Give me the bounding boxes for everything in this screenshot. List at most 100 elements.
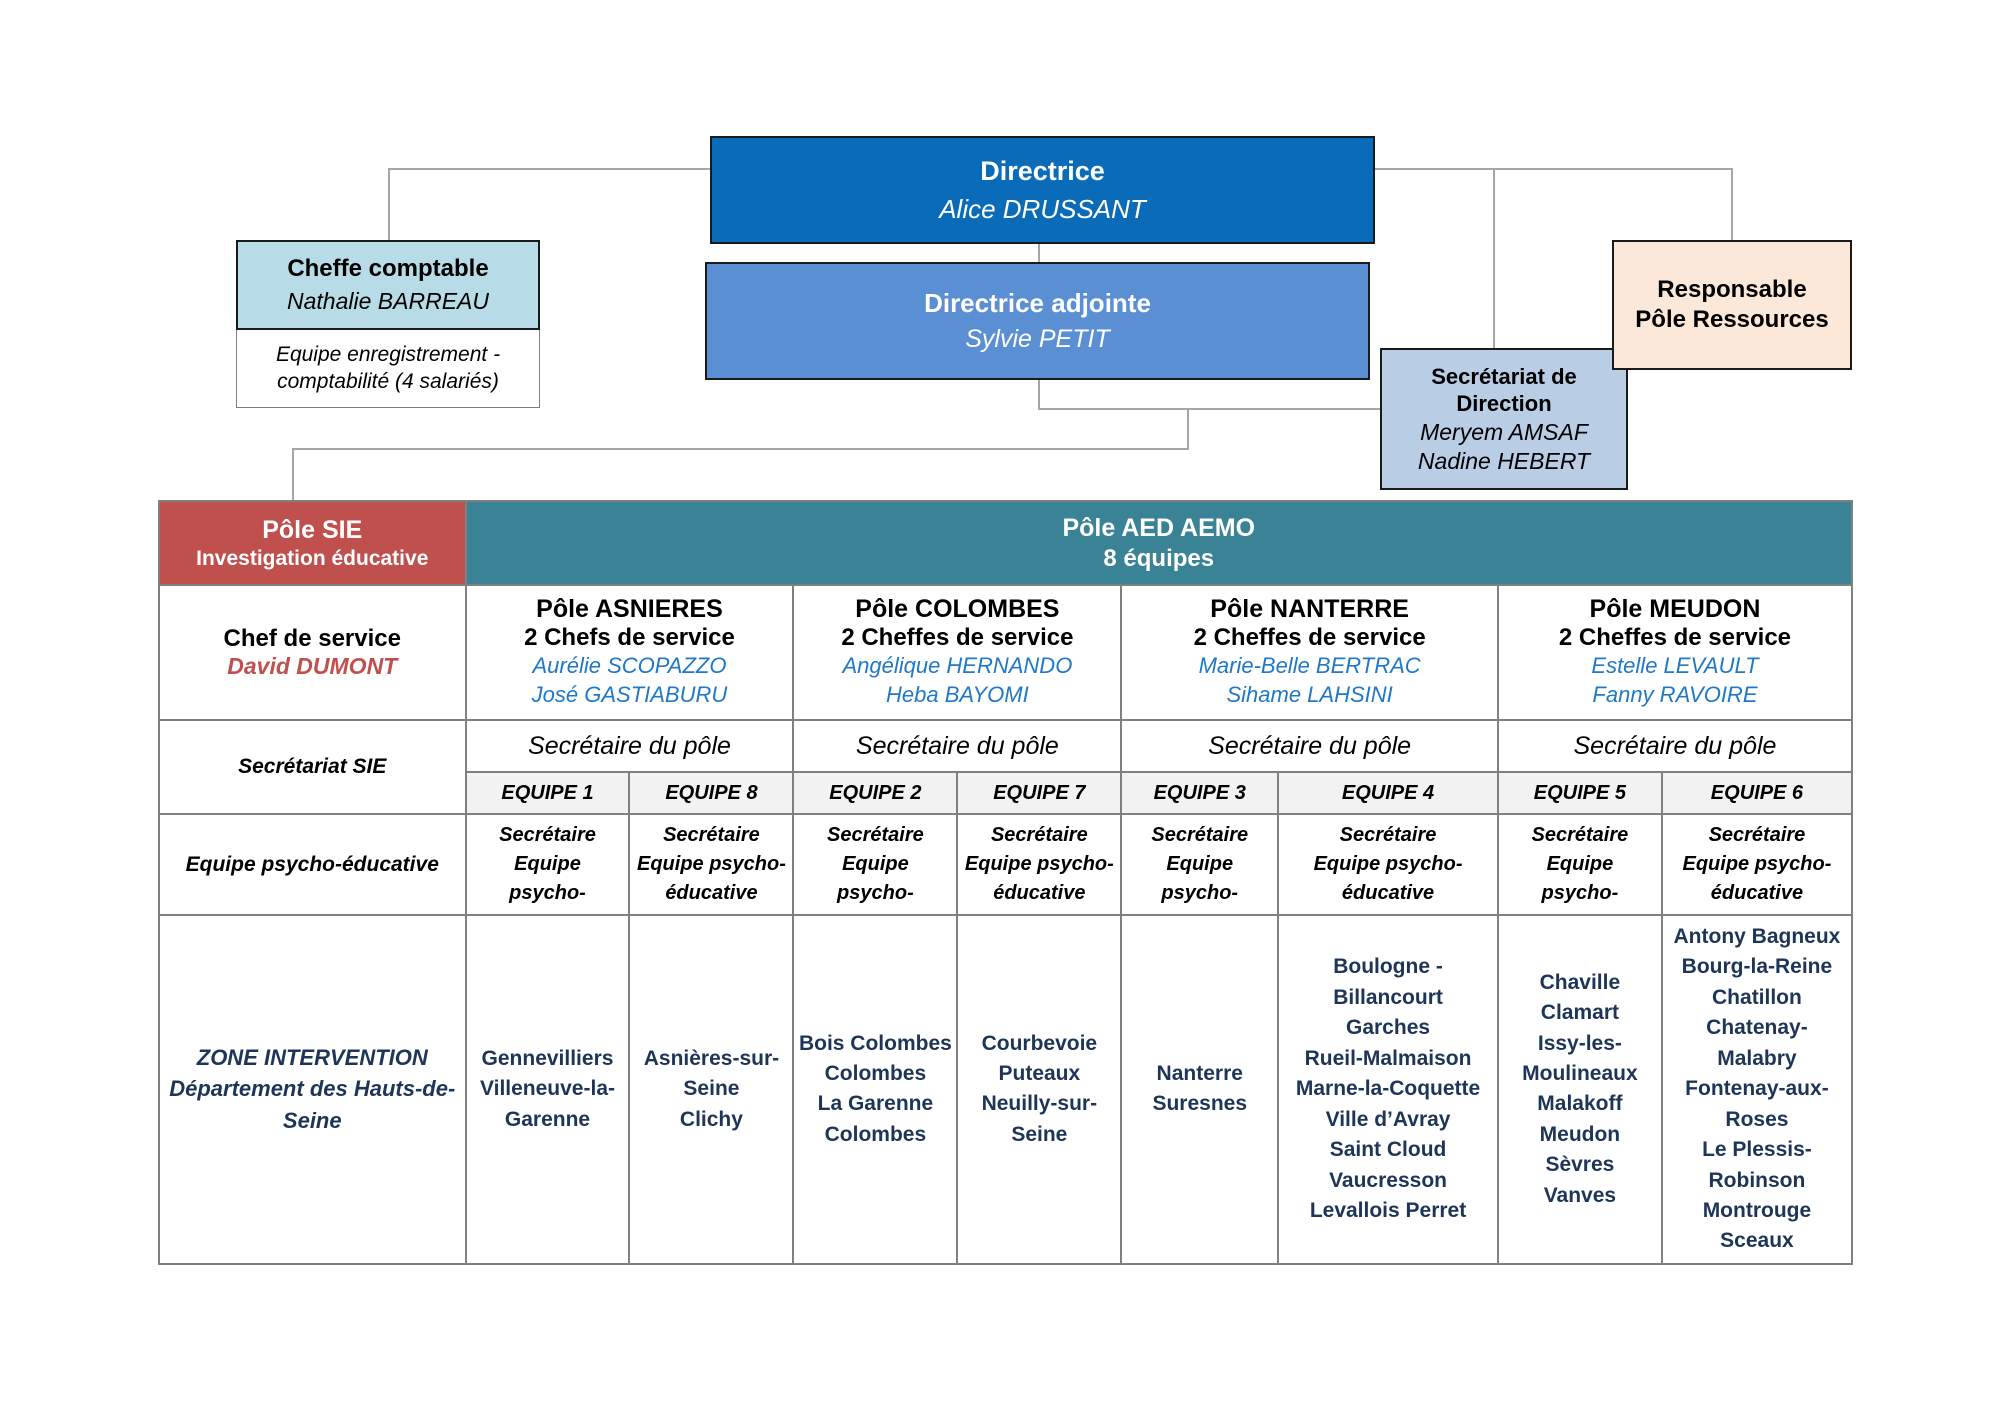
zone-town: Levallois Perret xyxy=(1309,1198,1467,1222)
pole-meudon-name: Pôle MEUDON xyxy=(1589,595,1761,624)
zone-town: Bois Colombes xyxy=(798,1031,952,1055)
band-pole-aed-aemo[interactable]: Pôle AED AEMO 8 équipes xyxy=(464,500,1854,586)
equipe-5-sec-line2: Equipe xyxy=(1546,853,1614,875)
pole-cell-colombes[interactable]: Pôle COLOMBES 2 Cheffes de service Angél… xyxy=(792,584,1123,721)
pole-colombes-person-2: Heba BAYOMI xyxy=(886,682,1029,707)
sie-equipe-psycho-educative: Equipe psycho-éducative xyxy=(158,813,467,916)
equipe-4-sec-line2: Equipe psycho- xyxy=(1313,853,1463,875)
equipe-8-sec-line2: Equipe psycho- xyxy=(636,853,786,875)
zone-sie-line1: ZONE INTERVENTION xyxy=(196,1044,428,1070)
box-secretariat-direction[interactable]: Secrétariat de Direction Meryem AMSAF Na… xyxy=(1380,348,1628,490)
secretariat-direction-person-1: Meryem AMSAF xyxy=(1420,418,1588,445)
zone-town: Issy-les-Moulineaux xyxy=(1522,1031,1638,1085)
zone-town: Malakoff xyxy=(1537,1092,1623,1116)
equipe-5-sec-line3: psycho- xyxy=(1541,882,1619,904)
secretariat-direction-title-line2: Direction xyxy=(1456,391,1552,417)
secretariat-sie-label: Secrétariat SIE xyxy=(238,755,387,778)
equipe-header-5[interactable]: EQUIPE 5 xyxy=(1496,771,1663,815)
pole-nanterre-chefs-label: 2 Cheffes de service xyxy=(1193,624,1426,652)
zone-town: Vanves xyxy=(1543,1183,1617,1207)
equipe-6-sec-line3: éducative xyxy=(1710,882,1804,904)
equipe-7-sec-line1: Secrétaire xyxy=(990,824,1088,846)
connector-adjointe-to-poles-horizontal xyxy=(292,448,1188,450)
box-equipe-comptabilite: Equipe enregistrement - comptabilité (4 … xyxy=(236,330,540,408)
zone-town: Clamart xyxy=(1540,1001,1619,1025)
zone-town: Montrouge xyxy=(1702,1198,1812,1222)
equipe-3-sec-line3: psycho- xyxy=(1161,882,1239,904)
equipe-header-6[interactable]: EQUIPE 6 xyxy=(1660,771,1854,815)
zone-town: Boulogne - Billancourt xyxy=(1333,955,1443,1009)
equipe-header-3[interactable]: EQUIPE 3 xyxy=(1120,771,1280,815)
equipe-header-4[interactable]: EQUIPE 4 xyxy=(1277,771,1499,815)
pole-colombes-name: Pôle COLOMBES xyxy=(855,595,1060,624)
pole-chefs-row: Chef de service David DUMONT Pôle ASNIER… xyxy=(158,584,1854,721)
equipe-5-secretaire-cell: Secrétaire Equipe psycho- xyxy=(1496,813,1663,916)
pole-meudon-chefs-label: 2 Cheffes de service xyxy=(1558,624,1792,652)
zone-town: Marne-la-Coquette xyxy=(1295,1077,1481,1101)
pole-asnieres-person-2: José GASTIABURU xyxy=(531,682,728,707)
band-row: Pôle SIE Investigation éducative Pôle AE… xyxy=(158,500,1854,586)
equipe-7-sec-line3: éducative xyxy=(993,882,1086,904)
pole-cell-asnieres[interactable]: Pôle ASNIERES 2 Chefs de service Aurélie… xyxy=(464,584,795,721)
zone-town: Sceaux xyxy=(1720,1229,1794,1253)
pole-asnieres-name: Pôle ASNIERES xyxy=(536,595,723,624)
responsable-ressources-line1: Responsable xyxy=(1657,276,1807,303)
zone-town: Vaucresson xyxy=(1329,1168,1447,1192)
equipe-1-secretaire-cell: Secrétaire Equipe psycho- xyxy=(464,813,631,916)
directrice-adjointe-person: Sylvie PETIT xyxy=(965,324,1110,353)
zone-town: Sèvres xyxy=(1545,1153,1615,1177)
zone-town: Asnières-sur-Seine xyxy=(643,1046,780,1101)
cheffe-comptable-title: Cheffe comptable xyxy=(287,255,489,283)
band-pole-sie[interactable]: Pôle SIE Investigation éducative xyxy=(158,500,467,586)
zone-town: Clichy xyxy=(679,1107,743,1131)
connector-adjointe-to-secretariat-horizontal xyxy=(1038,408,1382,410)
box-directrice[interactable]: Directrice Alice DRUSSANT xyxy=(710,136,1375,244)
secretaire-pole-nanterre: Secrétaire du pôle xyxy=(1120,719,1499,773)
box-responsable-pole-ressources[interactable]: Responsable Pôle Ressources xyxy=(1612,240,1852,370)
zone-town: Suresnes xyxy=(1152,1092,1248,1116)
sie-chef-cell[interactable]: Chef de service David DUMONT xyxy=(158,584,467,721)
equipe-header-7[interactable]: EQUIPE 7 xyxy=(956,771,1123,815)
zone-town: Colombes xyxy=(824,1061,927,1085)
equipe-header-1[interactable]: EQUIPE 1 xyxy=(464,771,631,815)
equipe-8-sec-line3: éducative xyxy=(665,882,758,904)
equipe-headers-row: EQUIPE 1 EQUIPE 8 EQUIPE 2 EQUIPE 7 EQUI… xyxy=(159,771,1854,815)
pole-asnieres-person-1: Aurélie SCOPAZZO xyxy=(532,653,727,679)
connector-directrice-to-comptable-horizontal xyxy=(388,168,712,170)
responsable-ressources-line2: Pôle Ressources xyxy=(1635,306,1829,333)
equipe-2-sec-line2: Equipe xyxy=(842,853,909,875)
pole-cell-nanterre[interactable]: Pôle NANTERRE 2 Cheffes de service Marie… xyxy=(1120,584,1499,721)
equipe-1-sec-line1: Secrétaire xyxy=(499,824,596,846)
equipe-6-sec-line2: Equipe psycho- xyxy=(1682,853,1832,875)
zone-town: Le Plessis-Robinson xyxy=(1702,1138,1812,1192)
secretaire-pole-meudon: Secrétaire du pôle xyxy=(1496,719,1854,773)
zone-town: Villeneuve-la-Garenne xyxy=(479,1077,615,1131)
equipe-4-secretaire-cell: Secrétaire Equipe psycho- éducative xyxy=(1277,813,1499,916)
connector-poles-drop-vertical xyxy=(292,448,294,500)
poles-table: Pôle SIE Investigation éducative Pôle AE… xyxy=(158,500,1854,1265)
pole-cell-meudon[interactable]: Pôle MEUDON 2 Cheffes de service Estelle… xyxy=(1496,584,1854,721)
zone-town: Puteaux xyxy=(998,1061,1081,1085)
equipe-header-2[interactable]: EQUIPE 2 xyxy=(792,771,959,815)
zone-town: Saint Cloud xyxy=(1329,1138,1447,1162)
cheffe-comptable-person: Nathalie BARREAU xyxy=(287,288,489,315)
zone-sie-line2: Département des Hauts-de-Seine xyxy=(169,1076,456,1134)
box-directrice-adjointe[interactable]: Directrice adjointe Sylvie PETIT xyxy=(705,262,1370,380)
equipe-8-sec-line1: Secrétaire xyxy=(663,824,760,846)
zone-town: Meudon xyxy=(1539,1122,1621,1146)
equipe-3-sec-line1: Secrétaire xyxy=(1151,824,1249,846)
equipe-3-secretaire-cell: Secrétaire Equipe psycho- xyxy=(1120,813,1280,916)
connector-adjointe-branch-vertical xyxy=(1187,408,1189,450)
zone-intervention-row: ZONE INTERVENTION Département des Hauts-… xyxy=(158,914,1854,1265)
pole-nanterre-person-1: Marie-Belle BERTRAC xyxy=(1198,653,1421,679)
secretariat-sie-cell[interactable]: Secrétariat SIE xyxy=(158,719,467,815)
box-cheffe-comptable[interactable]: Cheffe comptable Nathalie BARREAU xyxy=(236,240,540,330)
directrice-title: Directrice xyxy=(980,155,1105,186)
equipe-header-8[interactable]: EQUIPE 8 xyxy=(628,771,795,815)
